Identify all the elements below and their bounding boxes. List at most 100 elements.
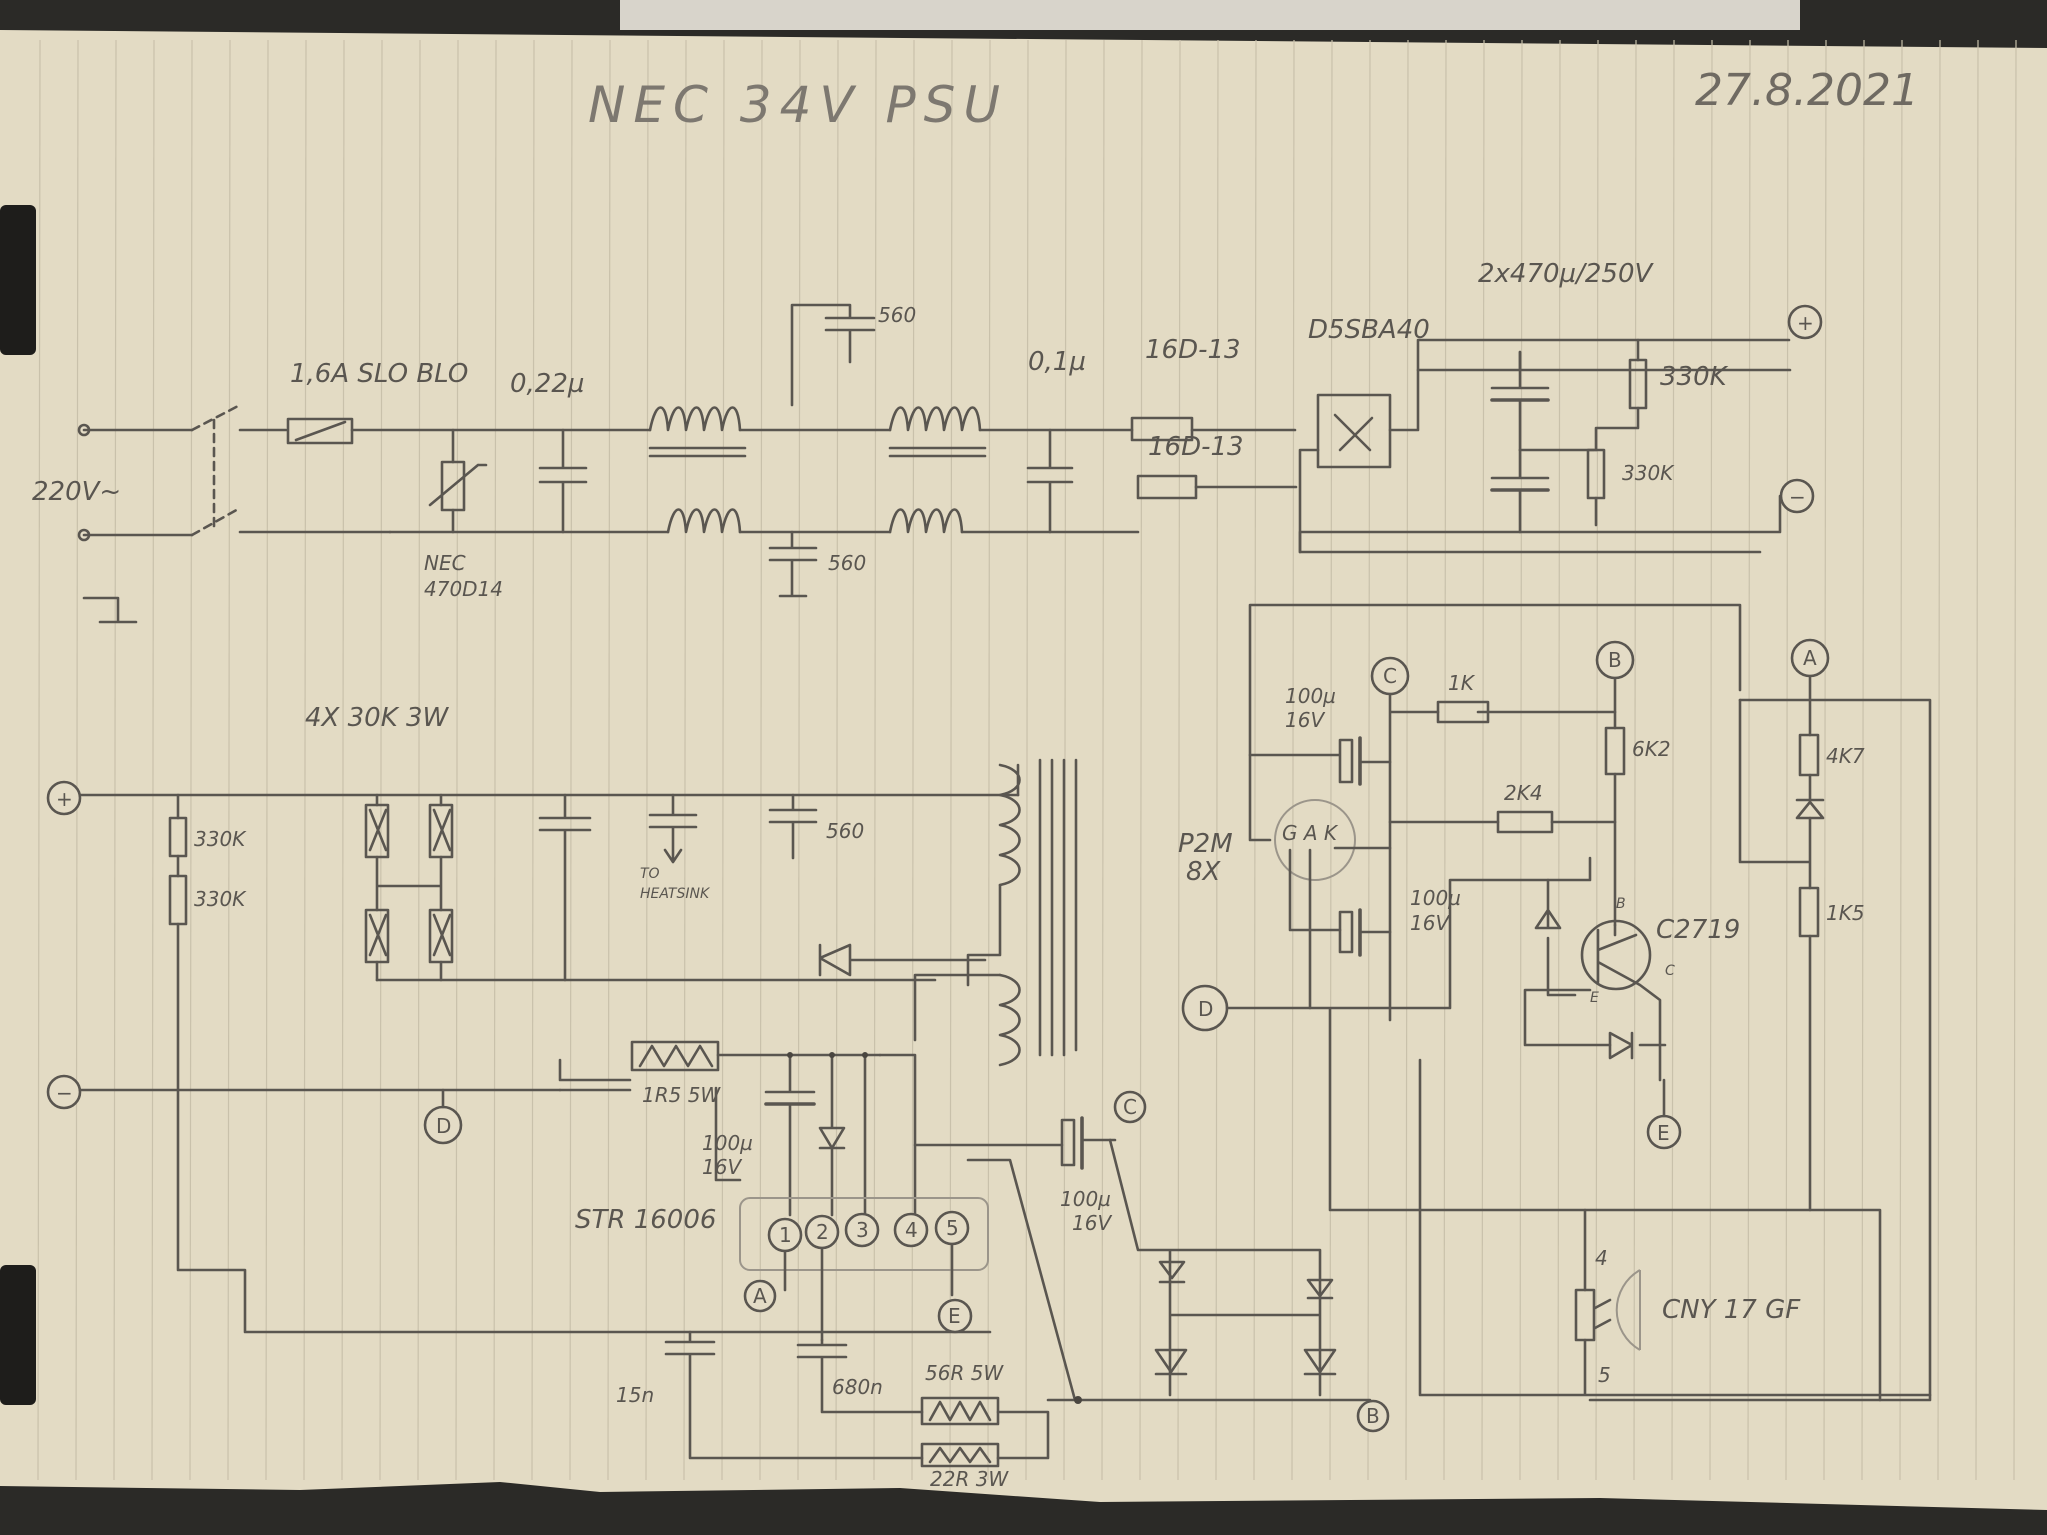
node-d-primary-label: D: [436, 1114, 451, 1138]
primary-plus-label: +: [56, 787, 73, 811]
sense-resistor-label: 1R5 5W: [642, 1083, 721, 1107]
earth-symbol: [82, 596, 138, 624]
transistor-e-label: E: [1590, 990, 1599, 1006]
res-22r: [920, 1442, 1000, 1468]
cap-15n-label: 15n: [616, 1383, 654, 1407]
node-e-control-label: E: [1657, 1121, 1670, 1145]
ic-pin-4-label: 4: [905, 1218, 918, 1242]
mains-label: 220V~: [32, 477, 121, 507]
ntc-top-label: 16D-13: [1145, 335, 1241, 365]
cap-x2-label: 0,1µ: [1028, 347, 1086, 377]
cap100-d-value: 100µ: [1285, 684, 1336, 708]
res-4k7-label: 4K7: [1826, 744, 1865, 768]
cap100-c-voltage: 16V: [1072, 1211, 1112, 1235]
cap100-e: [1338, 910, 1354, 954]
bridge-label: D5SBA40: [1308, 315, 1430, 345]
cap100-e-voltage: 16V: [1410, 911, 1450, 935]
varistor-label-a: NEC: [424, 551, 466, 575]
cap-x1-label: 0,22µ: [510, 369, 584, 399]
cap-y-top: [790, 303, 876, 407]
divider-bottom-label: 330K: [194, 887, 247, 911]
primary-minus-label: −: [56, 1081, 73, 1105]
res-56r-label: 56R 5W: [925, 1361, 1004, 1385]
output-diodes: [1154, 1260, 1337, 1376]
base-diode: [1534, 878, 1577, 997]
primary-section: + − 330K 330K 4X 30K 3W TO HEATSINK 560: [46, 703, 1390, 1491]
hv-minus-label: −: [1789, 485, 1806, 509]
node-c-control-label: C: [1383, 664, 1397, 688]
fuse-label: 1,6A SLO BLO: [290, 359, 468, 389]
ruled-lines: [37, 39, 2017, 1481]
transistor-b-label: B: [1616, 896, 1626, 912]
cap100-c: [1060, 1118, 1076, 1167]
ic-pin-5-label: 5: [946, 1216, 959, 1240]
transistor-label: C2719: [1656, 915, 1740, 945]
cap100-d-voltage: 16V: [1285, 708, 1325, 732]
aux-diode: [818, 1053, 846, 1217]
snubber-cap-b: [648, 793, 698, 864]
cap100-c-value: 100µ: [1060, 1187, 1111, 1211]
mains-filter-section: 220V~ 1,6A SLO BLO NEC 470D14 0,22µ 560 …: [32, 259, 1823, 624]
cap100-e-value: 100µ: [1410, 886, 1461, 910]
hv-plus-terminal: [1787, 304, 1823, 340]
snubber-cap-560: [768, 793, 818, 860]
ic-pin-3: [844, 1212, 880, 1248]
choke-2: [888, 406, 987, 534]
binder-rings: [0, 205, 36, 1405]
transformer: [913, 758, 1078, 1067]
ic-pin-4: [893, 1212, 929, 1248]
optocoupler-label: CNY 17 GF: [1662, 1295, 1801, 1325]
page-title: NEC 34V PSU: [588, 76, 1008, 134]
cap-x2: [1026, 428, 1074, 534]
snubber-diode: [818, 943, 987, 977]
hv-plus-label: +: [1797, 311, 1814, 335]
ic-pin-2-label: 2: [816, 1220, 829, 1244]
res-1k5-label: 1K5: [1826, 901, 1865, 925]
scr-label-a: P2M: [1178, 829, 1233, 859]
scr-label-b: 8X: [1186, 857, 1222, 887]
heatsink-label-a: TO: [640, 866, 660, 882]
node-a-ic: [743, 1279, 777, 1313]
node-d-control-label: D: [1198, 997, 1213, 1021]
cap-y-bottom-label: 560: [828, 551, 866, 575]
cap-y-bottom: [768, 530, 818, 598]
res-22r-label: 22R 3W: [930, 1467, 1009, 1491]
cap100-d: [1248, 738, 1354, 784]
res-6k2-label: 6K2: [1632, 737, 1671, 761]
optocoupler-body: [1615, 1269, 1641, 1351]
node-b-secondary-label: B: [1366, 1404, 1380, 1428]
node-e-ic-label: E: [948, 1304, 961, 1328]
cap100-a-voltage: 16V: [702, 1155, 742, 1179]
opto-pin4-label: 4: [1595, 1246, 1608, 1270]
cap100-a-value: 100µ: [702, 1131, 753, 1155]
snubber-resistors: [364, 793, 454, 982]
node-e-ic: [937, 1298, 973, 1334]
background-sheet-top: [620, 0, 1800, 30]
cap-680n-label: 680n: [832, 1375, 883, 1399]
control-section: C B A 1K 100µ 16V 6K2 2K4 G A K P2M 8X 1…: [1178, 603, 1932, 1402]
divider-top-label: 330K: [194, 827, 247, 851]
bulk-caps-label: 2x470µ/250V: [1478, 259, 1654, 289]
res-1k: [1436, 700, 1490, 724]
heatsink-label-b: HEATSINK: [640, 886, 711, 902]
snubber-cap-560-label: 560: [826, 819, 864, 843]
cap-x1: [538, 428, 588, 534]
scr-pins-label: G A K: [1282, 821, 1339, 845]
zener: [1608, 1031, 1634, 1060]
bridge-rectifier: [1298, 368, 1792, 554]
node-a-control-label: A: [1803, 646, 1817, 670]
node-a-ic-label: A: [753, 1284, 767, 1308]
ic-pin-1-label: 1: [779, 1223, 792, 1247]
res-2k4-label: 2K4: [1504, 781, 1543, 805]
cap-y-top-label: 560: [878, 303, 916, 327]
transistor-c-label: C: [1665, 963, 1675, 979]
ntc-bottom-label: 16D-13: [1148, 432, 1244, 462]
choke-1: [648, 406, 747, 534]
snubber-cap-a: [538, 793, 592, 982]
ic-label: STR 16006: [575, 1205, 716, 1235]
node-b-secondary: [1356, 1399, 1390, 1433]
opto-pin5-label: 5: [1598, 1363, 1611, 1387]
node-b-control-label: B: [1608, 648, 1622, 672]
varistor-label-b: 470D14: [424, 577, 503, 601]
